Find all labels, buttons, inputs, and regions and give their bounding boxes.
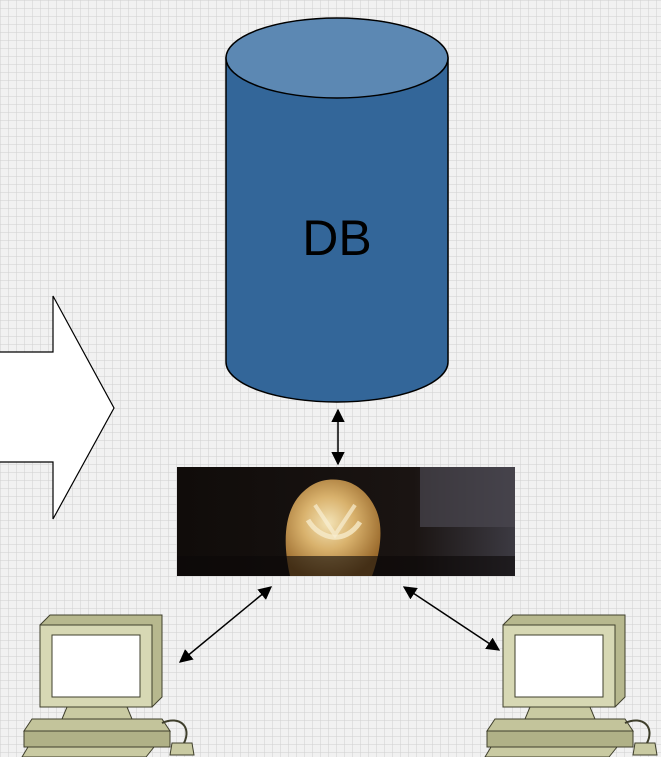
server-person-photo <box>177 467 515 576</box>
left-computer-icon <box>21 614 195 757</box>
block-arrow-shape <box>0 295 115 520</box>
database-cylinder: DB <box>225 17 449 403</box>
server-right-client-arrow <box>402 586 501 651</box>
server-left-client-arrow <box>178 586 273 663</box>
right-computer-icon <box>484 614 658 757</box>
database-label: DB <box>302 210 371 266</box>
